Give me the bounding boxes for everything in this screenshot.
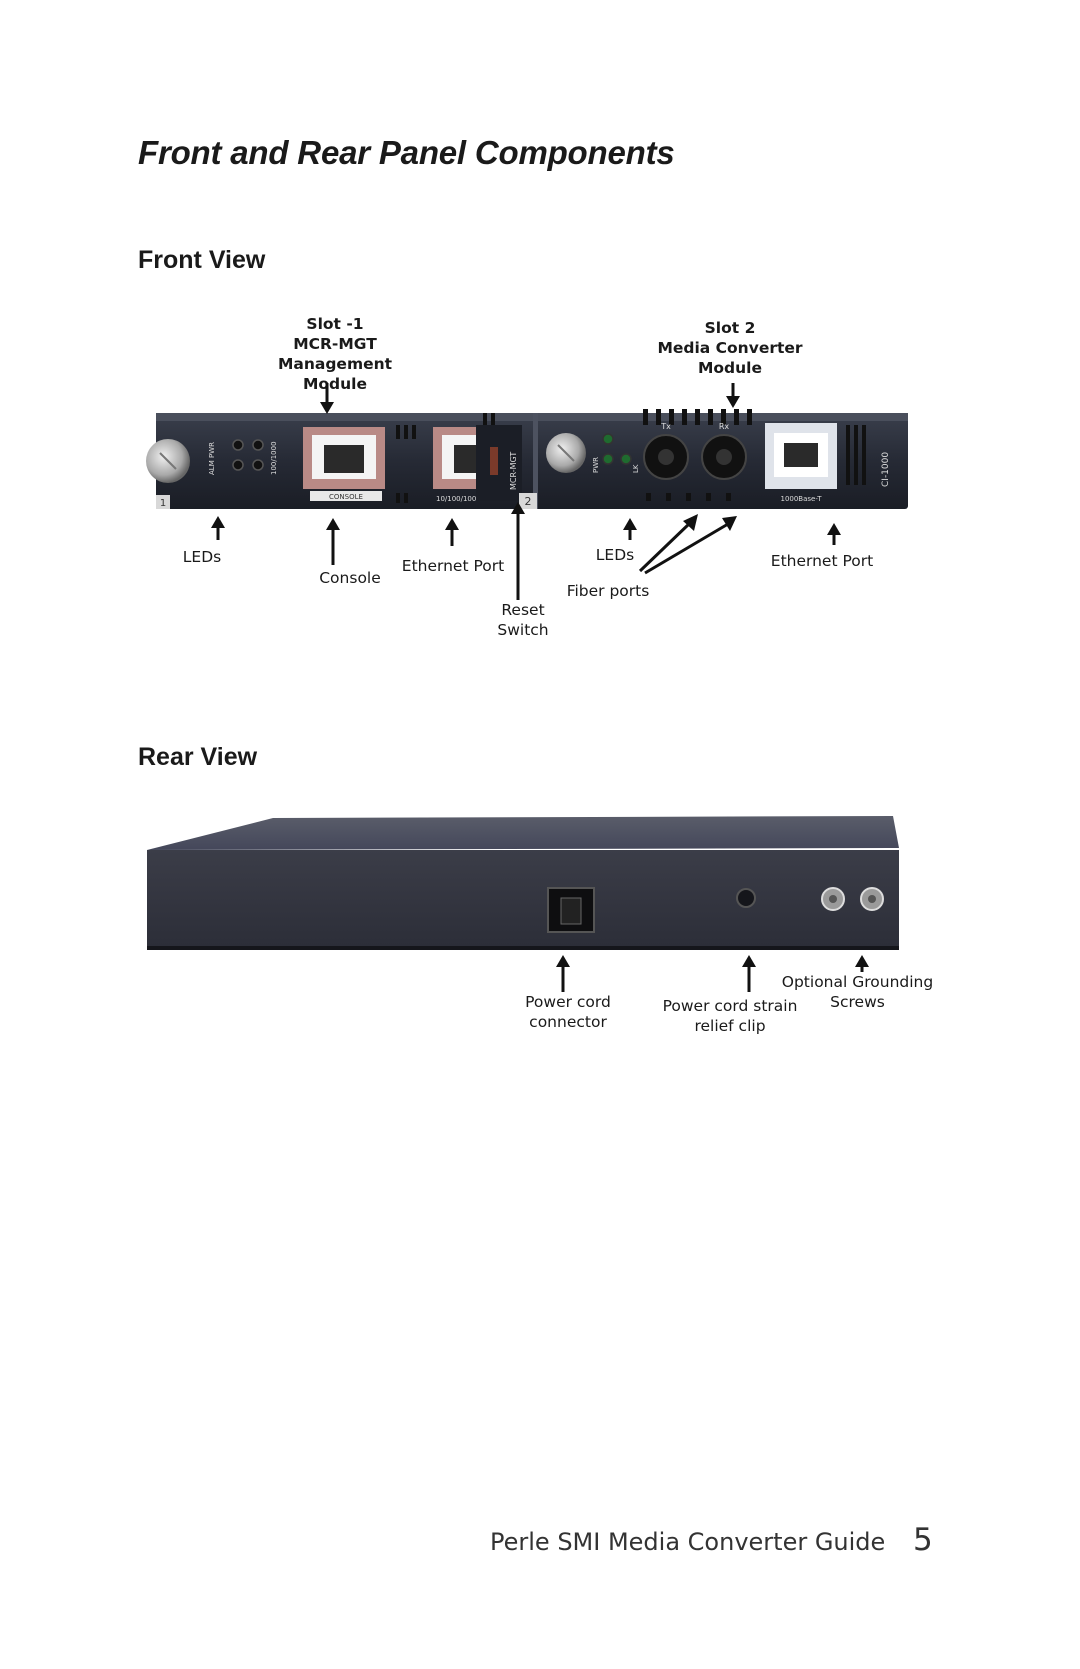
reset-switch-callout: Reset Switch [488, 600, 558, 640]
reset-line2: Switch [497, 621, 549, 639]
console-callout: Console [319, 569, 381, 587]
page-title: Front and Rear Panel Components [138, 134, 675, 171]
power-line2: connector [529, 1013, 607, 1031]
ethernet-port-1-tag: 10/100/1000Base-T [436, 495, 505, 503]
front-panel-device: ALM PWR 100/1000 CONSOLE 10/100/1000Base… [146, 409, 908, 509]
strain-relief-callout: Power cord strain relief clip [650, 996, 810, 1036]
leds-1-callout: LEDs [182, 548, 222, 566]
rx-tag: Rx [719, 422, 730, 431]
tx-tag: Tx [660, 422, 671, 431]
slot1-label: Slot -1 MCR-MGT Management Module [265, 314, 405, 394]
reset-switch [490, 447, 498, 475]
strain-line1: Power cord strain [662, 997, 798, 1015]
rear-view-heading: Rear View [138, 743, 258, 771]
slot-number-1: 1 [160, 498, 166, 509]
power-line1: Power cord [525, 993, 611, 1011]
power-cord-callout: Power cord connector [508, 992, 628, 1032]
slot2-line1: Slot 2 [704, 319, 756, 337]
slot1-line2: MCR-MGT [293, 335, 377, 353]
mgt-tag: MCR-MGT [509, 452, 518, 490]
slot-number-2: 2 [525, 495, 532, 508]
fiber-ports-callout: Fiber ports [566, 582, 650, 600]
led-label-speed: 100/1000 [270, 441, 278, 475]
ethernet-1-callout: Ethernet Port [401, 557, 505, 575]
model-tag: CI-1000 [881, 452, 891, 487]
ground-line2: Screws [830, 993, 885, 1011]
console-port-tag: CONSOLE [329, 493, 363, 501]
grounding-callout: Optional Grounding Screws [775, 972, 940, 1012]
strain-relief-clip [736, 888, 756, 908]
slot2-line3: Module [697, 359, 763, 377]
reset-line1: Reset [501, 601, 545, 619]
mc-led-pwr: PWR [592, 457, 600, 473]
slot1-line4: Module [302, 375, 368, 393]
slot2-line2: Media Converter [657, 339, 803, 357]
footer-text: Perle SMI Media Converter Guide [490, 1528, 886, 1556]
strain-line2: relief clip [694, 1017, 766, 1035]
mc-led-lk: LK [632, 464, 640, 473]
slot1-line1: Slot -1 [306, 315, 364, 333]
led-label-alm: ALM PWR [208, 442, 216, 475]
grounding-screws [821, 887, 884, 911]
leds-2-callout: LEDs [595, 546, 635, 564]
front-view-heading: Front View [138, 246, 266, 274]
ground-line1: Optional Grounding [781, 973, 934, 991]
slot1-line3: Management [277, 355, 393, 373]
page-number: 5 [913, 1522, 933, 1558]
ethernet-2-callout: Ethernet Port [770, 552, 874, 570]
rear-panel-device [147, 816, 899, 950]
ethernet-port-2-tag: 1000Base-T [780, 495, 822, 503]
slot2-label: Slot 2 Media Converter Module [650, 318, 810, 378]
fiber-ports [643, 434, 747, 480]
